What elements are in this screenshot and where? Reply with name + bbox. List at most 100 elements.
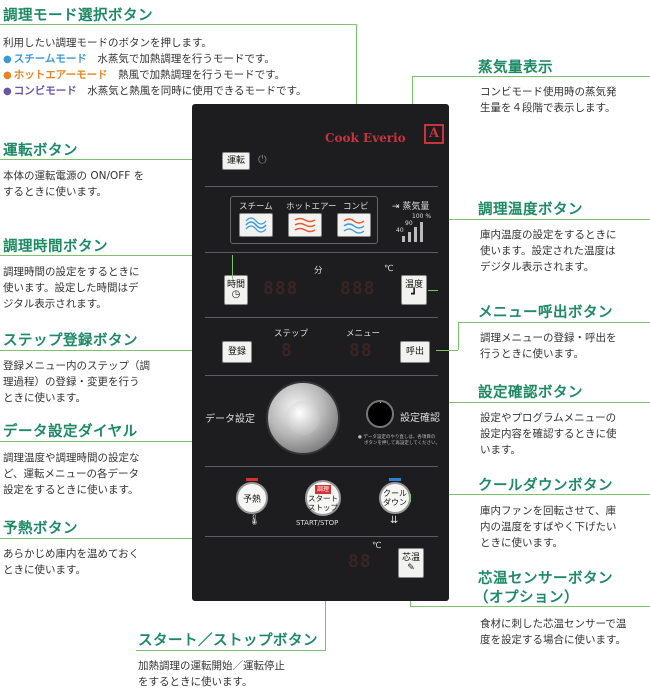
confirm-desc-3: います。 <box>480 444 521 456</box>
confirm-link <box>380 402 381 403</box>
time-desc-3: ジタル表示されます。 <box>3 298 107 310</box>
steam-desc-1: コンビモード使用時の蒸気発 <box>480 86 617 98</box>
panel-divider <box>205 536 438 537</box>
menu-link <box>436 350 458 351</box>
steam-level-100: 100 % <box>412 213 432 220</box>
mode-combi-line: ●コンビモード 水蒸気と熱風を同時に使用できるモードです。 <box>3 83 306 100</box>
combi-icon <box>343 218 365 234</box>
time-link <box>232 255 233 279</box>
confirm-label: 設定確認 <box>400 413 440 424</box>
preheat-button[interactable]: 予熱 <box>236 482 268 514</box>
degree-unit: ℃ <box>384 264 394 274</box>
start-underline <box>136 650 326 651</box>
mode-hotair-line: ●ホットエアーモード 熱風で加熱調理を行うモードです。 <box>3 67 285 84</box>
menu-call-button[interactable]: 呼出 <box>400 341 430 363</box>
menu-display: 88 <box>349 340 373 361</box>
start-desc-2: をするときに使います。 <box>138 676 253 688</box>
temp-title: 調理温度ボタン <box>478 202 583 218</box>
temp-underline <box>438 219 650 220</box>
brand-logo: A <box>424 124 444 144</box>
bullet-icon: ● <box>3 54 12 65</box>
preheat-indicator <box>246 478 258 481</box>
power-icon: ⏻ <box>258 153 267 166</box>
preheat-desc-2: ときに使います。 <box>3 564 86 576</box>
hotair-icon <box>294 217 316 233</box>
heat-up-icon: 🌡 <box>248 515 261 526</box>
temp-button[interactable]: 温度 ┛ <box>401 275 427 305</box>
data-dial[interactable] <box>266 381 340 455</box>
hotair-mode-button[interactable] <box>288 213 322 237</box>
minute-unit: 分 <box>314 266 323 276</box>
dial-knob <box>286 401 320 435</box>
probe-subtitle: （オプション） <box>474 590 579 606</box>
menu-title: メニュー呼出ボタン <box>478 305 613 321</box>
mode-underline <box>0 24 357 25</box>
preheat-underline <box>0 538 256 539</box>
power-button[interactable]: 運転 <box>222 152 250 170</box>
time-button-label: 時間 <box>226 280 245 290</box>
time-desc-1: 調理時間の設定をするときに <box>3 266 140 278</box>
combi-mode-button[interactable] <box>337 213 371 237</box>
start-desc-1: 加熱調理の運転開始／運転停止 <box>138 660 285 672</box>
confirm-note-2: ボタンを押して再設定してください。 <box>364 441 441 446</box>
bullet-icon: ● <box>3 86 12 97</box>
mode-combi-desc: 水蒸気と熱風を同時に使用できるモードです。 <box>87 85 307 97</box>
hotair-mode-label: ホットエアー <box>286 202 337 212</box>
probe-button-label: 芯温 <box>401 553 420 563</box>
brand-name: Cook Everio <box>325 131 406 145</box>
steam-level-bars-icon <box>402 222 423 242</box>
menu-underline <box>458 322 650 323</box>
dial-title: データ設定ダイヤル <box>3 424 138 440</box>
probe-display: 88 <box>348 551 372 572</box>
steam-amount-icon: ⇥ <box>392 202 403 212</box>
power-desc-2: するときに使います。 <box>3 186 107 198</box>
thermometer-icon: ┛ <box>410 289 418 300</box>
probe-title: 芯温センサーボタン <box>478 571 613 587</box>
stop-label: ストップ <box>308 502 338 512</box>
temp-desc-2: 使います。設定された温度は <box>480 245 616 257</box>
probe-desc-1: 食材に刺した芯温センサーで温 <box>480 618 627 630</box>
steam-amount-text: 蒸気量 <box>402 202 430 212</box>
mode-hotair-name: ホットエアーモード <box>13 69 108 81</box>
start-stop-caption: START/STOP <box>296 519 339 527</box>
dial-desc-3: 設定をするときに使います。 <box>3 484 139 496</box>
start-tag: 調理 <box>314 484 331 494</box>
confirm-note-1: ● データ設定のやり直しは、各項目の <box>358 435 436 440</box>
probe-underline <box>410 606 650 607</box>
panel-divider <box>205 252 438 253</box>
cooldown-label-2: ダウン <box>383 498 407 507</box>
time-desc-2: 使います。設定した時間はデ <box>3 282 139 294</box>
temp-desc-3: デジタル表示されます。 <box>480 261 595 273</box>
register-button[interactable]: 登録 <box>222 341 252 363</box>
cool-desc-2: 内の温度をすばやく下げたい <box>480 521 617 533</box>
temp-link <box>428 290 438 291</box>
mode-steam-desc: 水蒸気で加熱調理を行うモードです。 <box>97 53 275 65</box>
time-underline <box>0 255 232 256</box>
start-stop-button[interactable]: 調理 スタート ストップ <box>305 480 341 516</box>
steam-underline <box>412 76 650 77</box>
steam-title: 蒸気量表示 <box>478 60 553 76</box>
confirm-desc-2: 設定内容を確認するときに使 <box>480 428 617 440</box>
steam-mode-button[interactable] <box>239 213 273 237</box>
dial-desc-2: ど、運転メニューの各データ <box>3 468 139 480</box>
cool-underline <box>410 494 650 495</box>
start-title: スタート／ストップボタン <box>138 633 318 649</box>
cooldown-button[interactable]: クール ダウン <box>379 482 411 514</box>
confirm-title: 設定確認ボタン <box>478 385 583 401</box>
time-button[interactable]: 時間 ◷ <box>224 275 248 305</box>
panel-divider <box>205 375 438 376</box>
power-underline <box>0 159 222 160</box>
step-title: ステップ登録ボタン <box>3 333 138 349</box>
confirm-button[interactable] <box>366 400 394 428</box>
step-display: 8 <box>281 340 293 361</box>
step-underline <box>0 350 222 351</box>
probe-degree-unit: ℃ <box>372 541 382 551</box>
mode-hotair-desc: 熱風で加熱調理を行うモードです。 <box>118 69 286 81</box>
combi-mode-label: コンビ <box>343 202 369 212</box>
power-title: 運転ボタン <box>3 143 78 159</box>
start-label: スタート <box>308 493 338 503</box>
menu-label: メニュー <box>346 329 381 339</box>
preheat-desc-1: あらかじめ庫内を温めておく <box>3 548 140 560</box>
core-probe-button[interactable]: 芯温 ✎ <box>398 548 424 578</box>
mode-combi-name: コンビモード <box>13 85 77 97</box>
